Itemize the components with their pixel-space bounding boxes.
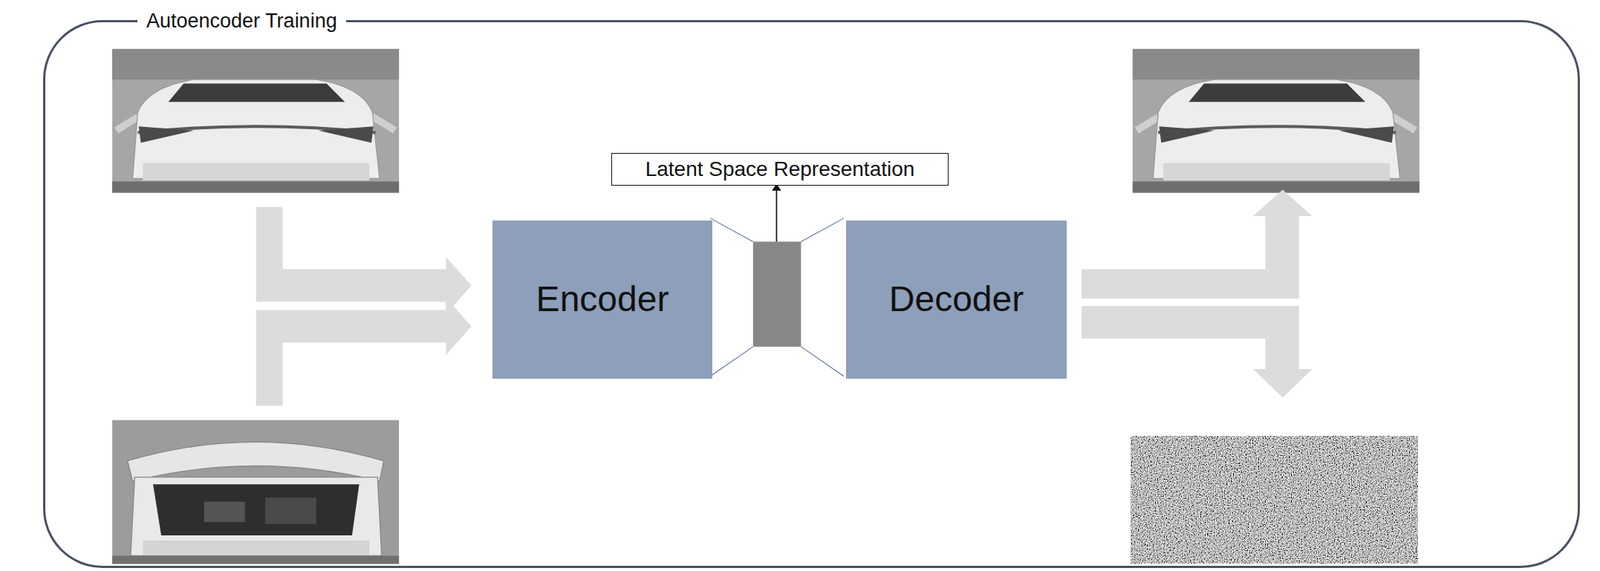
encoder-box: Encoder xyxy=(492,220,713,379)
training-frame: Encoder Latent Space RepresentationDecode… xyxy=(43,20,1580,569)
latent-label: Latent Space Representation xyxy=(645,158,916,182)
input-image xyxy=(112,420,399,565)
latent-bar xyxy=(753,241,802,347)
funnel-line xyxy=(800,346,844,377)
funnel-line xyxy=(710,346,754,377)
reconstructed-image xyxy=(1132,49,1420,194)
noise-image xyxy=(1130,436,1418,564)
block-label: Decoder xyxy=(889,280,1024,320)
input-arrow xyxy=(256,207,472,315)
funnel-line xyxy=(710,218,754,243)
input-image xyxy=(112,49,399,194)
latent-label-box: Latent Space Representation xyxy=(611,153,949,186)
frame-title: Autoencoder Training xyxy=(137,9,347,33)
block-label: Encoder xyxy=(536,280,670,320)
input-arrow xyxy=(256,297,472,407)
funnel-line xyxy=(800,218,844,243)
leader-arrow xyxy=(776,189,778,242)
output-arrow xyxy=(1081,306,1312,399)
decoder-box: Decoder xyxy=(846,220,1067,379)
output-arrow xyxy=(1081,189,1312,299)
